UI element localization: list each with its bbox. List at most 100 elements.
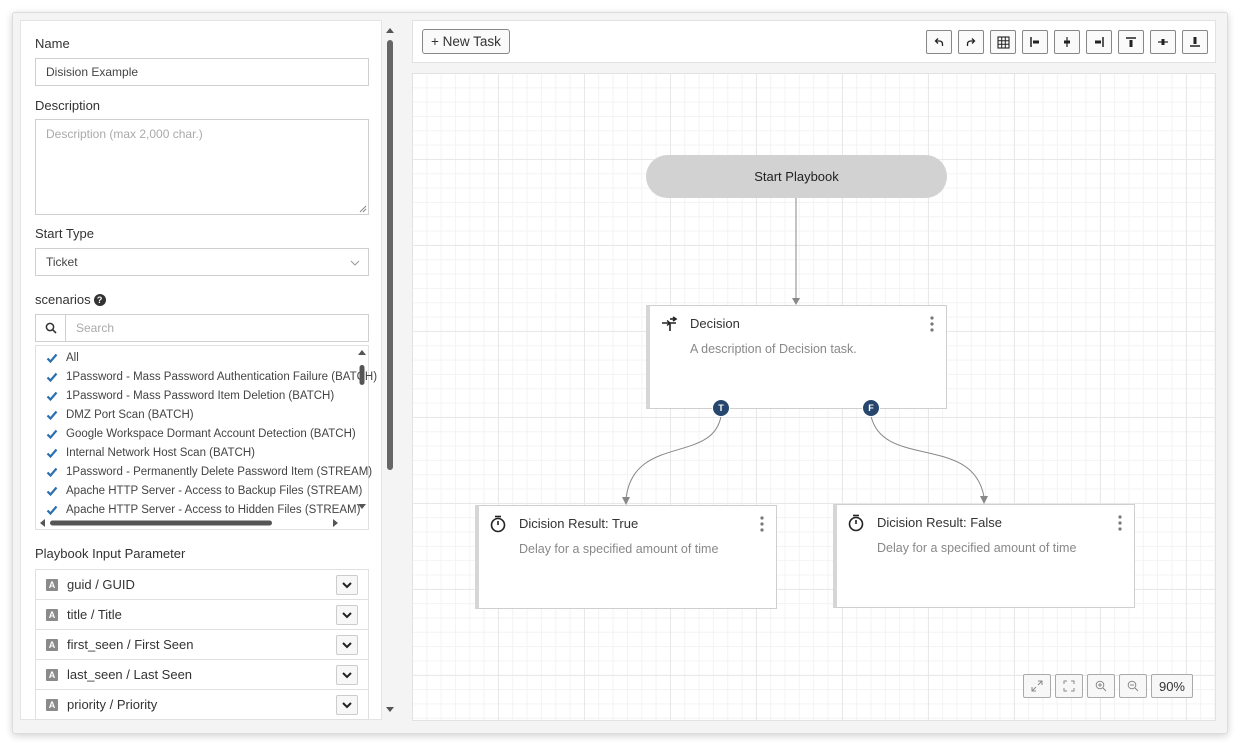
playbook-canvas[interactable]: Start Playbook Decision A description of… xyxy=(412,73,1216,721)
param-expand-button[interactable] xyxy=(336,665,358,685)
true-port[interactable]: T xyxy=(712,399,730,417)
resize-handle-icon[interactable] xyxy=(359,205,367,213)
false-port[interactable]: F xyxy=(862,399,880,417)
redo-button[interactable] xyxy=(958,30,984,54)
zoom-out-button[interactable] xyxy=(1118,674,1147,698)
zoom-in-button[interactable] xyxy=(1086,674,1115,698)
timer-icon xyxy=(848,514,864,532)
checkbox-checked-icon[interactable] xyxy=(46,466,58,478)
chevron-down-icon xyxy=(342,641,352,648)
new-task-button[interactable]: + New Task xyxy=(422,29,510,54)
checkbox-checked-icon[interactable] xyxy=(46,409,58,421)
align-middle-button[interactable] xyxy=(1150,30,1176,54)
attribute-badge-icon: A xyxy=(46,578,58,591)
result-false-description: Delay for a specified amount of time xyxy=(877,541,1077,555)
help-icon[interactable]: ? xyxy=(93,294,106,306)
edge-false xyxy=(870,415,985,498)
more-options-icon[interactable] xyxy=(760,516,764,532)
align-left-button[interactable] xyxy=(1022,30,1048,54)
param-row[interactable]: A title / Title xyxy=(35,599,369,630)
input-parameter-label: Playbook Input Parameter xyxy=(35,546,186,561)
list-item[interactable]: 1Password - Permanently Delete Password … xyxy=(46,463,372,481)
chevron-down-icon xyxy=(342,701,352,708)
align-bottom-button[interactable] xyxy=(1182,30,1208,54)
param-label: first_seen / First Seen xyxy=(67,637,194,652)
checkbox-checked-icon[interactable] xyxy=(46,504,58,516)
more-options-icon[interactable] xyxy=(1118,515,1122,531)
checkbox-checked-icon[interactable] xyxy=(46,447,58,459)
chevron-down-icon xyxy=(342,611,352,618)
param-label: guid / GUID xyxy=(67,577,135,592)
fullscreen-icon xyxy=(1063,680,1075,692)
checkbox-checked-icon[interactable] xyxy=(46,390,58,402)
playbook-properties-panel: Name Disision Example Description Descri… xyxy=(20,20,382,720)
param-expand-button[interactable] xyxy=(336,605,358,625)
list-item[interactable]: All xyxy=(46,349,346,367)
scenario-vertical-scrollbar[interactable] xyxy=(357,348,367,513)
attribute-badge-icon: A xyxy=(46,698,58,711)
connector-lines xyxy=(622,198,988,505)
start-type-select[interactable]: Ticket xyxy=(35,248,369,276)
list-item[interactable]: Apache HTTP Server - Access to Hidden Fi… xyxy=(46,501,360,519)
param-row[interactable]: A guid / GUID xyxy=(35,569,369,600)
param-label: last_seen / Last Seen xyxy=(67,667,193,682)
param-row[interactable]: A last_seen / Last Seen xyxy=(35,659,369,690)
align-right-button[interactable] xyxy=(1086,30,1112,54)
list-item[interactable]: DMZ Port Scan (BATCH) xyxy=(46,406,346,424)
description-label: Description xyxy=(35,98,101,113)
decision-task-node[interactable]: Decision A description of Decision task. xyxy=(646,305,947,409)
fit-view-button[interactable] xyxy=(1022,674,1051,698)
undo-button[interactable] xyxy=(926,30,952,54)
edge-arrow-true xyxy=(622,497,630,505)
grid-icon xyxy=(996,35,1010,49)
list-item[interactable]: Google Workspace Dormant Account Detecti… xyxy=(46,425,356,443)
edge-arrow-decision xyxy=(792,298,800,305)
param-expand-button[interactable] xyxy=(336,695,358,715)
chevron-down-icon xyxy=(342,671,352,678)
grid-toggle-button[interactable] xyxy=(990,30,1016,54)
list-item[interactable]: 1Password - Mass Password Authentication… xyxy=(46,368,377,386)
fullscreen-button[interactable] xyxy=(1054,674,1083,698)
checkbox-checked-icon[interactable] xyxy=(46,371,58,383)
param-expand-button[interactable] xyxy=(336,635,358,655)
checkbox-checked-icon[interactable] xyxy=(46,352,58,364)
attribute-badge-icon: A xyxy=(46,638,58,651)
checkbox-checked-icon[interactable] xyxy=(46,485,58,497)
more-options-icon[interactable] xyxy=(930,316,934,332)
result-true-task-node[interactable]: Dicision Result: True Delay for a specif… xyxy=(475,505,777,609)
scenario-horizontal-scrollbar[interactable] xyxy=(38,518,356,528)
scenario-list: All 1Password - Mass Password Authentica… xyxy=(35,345,377,530)
align-left-icon xyxy=(1030,37,1039,47)
param-label: priority / Priority xyxy=(67,697,158,712)
edge-arrow-false xyxy=(980,496,988,504)
search-input[interactable] xyxy=(66,315,368,341)
start-playbook-label: Start Playbook xyxy=(754,169,839,184)
edge-true xyxy=(625,415,722,500)
list-item[interactable]: Internal Network Host Scan (BATCH) xyxy=(46,444,346,462)
attribute-badge-icon: A xyxy=(46,668,58,681)
expand-icon xyxy=(1031,680,1043,692)
decision-title: Decision xyxy=(690,316,740,331)
result-false-task-node[interactable]: Dicision Result: False Delay for a speci… xyxy=(833,504,1135,608)
scenarios-heading: scenarios? xyxy=(35,292,106,307)
param-expand-button[interactable] xyxy=(336,575,358,595)
list-item[interactable]: Apache HTTP Server - Access to Backup Fi… xyxy=(46,482,362,500)
attribute-badge-icon: A xyxy=(46,608,58,621)
start-playbook-node[interactable]: Start Playbook xyxy=(646,155,947,198)
name-field[interactable]: Disision Example xyxy=(35,58,369,86)
param-row[interactable]: A priority / Priority xyxy=(35,689,369,720)
canvas-toolbar: + New Task xyxy=(412,20,1216,63)
align-center-icon xyxy=(1064,37,1070,47)
align-top-button[interactable] xyxy=(1118,30,1144,54)
checkbox-checked-icon[interactable] xyxy=(46,428,58,440)
align-right-icon xyxy=(1095,37,1104,47)
chevron-down-icon xyxy=(342,581,352,588)
align-top-icon xyxy=(1126,37,1136,47)
zoom-level: 90% xyxy=(1150,674,1193,698)
align-center-button[interactable] xyxy=(1054,30,1080,54)
param-row[interactable]: A first_seen / First Seen xyxy=(35,629,369,660)
description-field[interactable]: Description (max 2,000 char.) xyxy=(35,119,369,215)
panel-vertical-scrollbar[interactable] xyxy=(383,20,397,720)
list-item[interactable]: 1Password - Mass Password Item Deletion … xyxy=(46,387,346,405)
search-icon xyxy=(36,315,66,341)
